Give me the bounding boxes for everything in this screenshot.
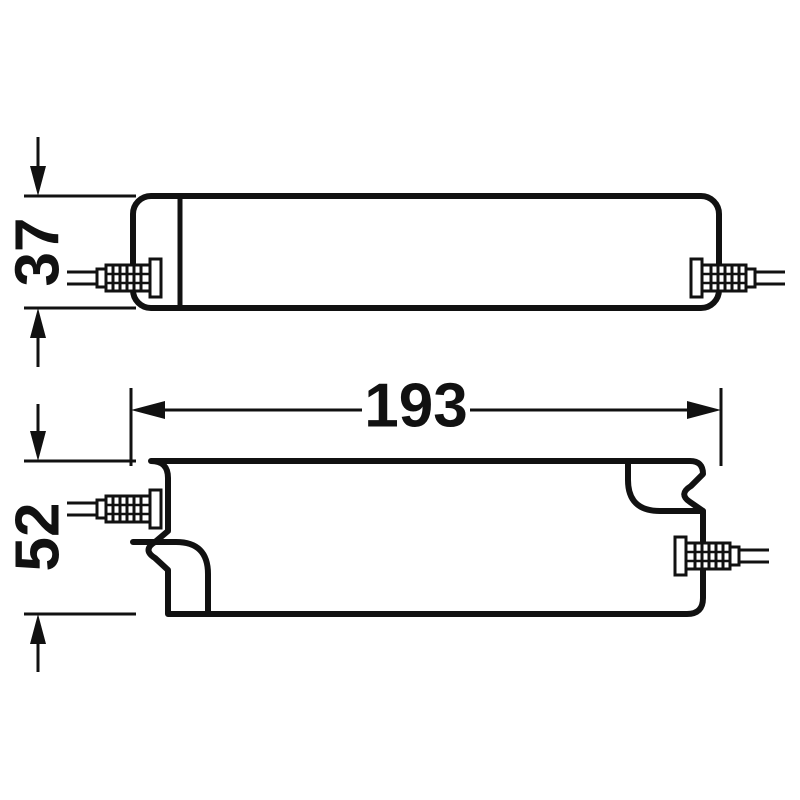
mounting-tab-lower-left: [130, 539, 211, 617]
arrowhead-up-37: [30, 308, 46, 338]
cable-gland-left-plan-view: [65, 488, 163, 530]
plan-view: [65, 458, 771, 617]
dimension-label-37: 37: [3, 218, 72, 287]
dimension-width-52: 52: [3, 404, 136, 672]
dimension-label-52: 52: [3, 503, 72, 572]
cable-gland-right-side-view: [689, 257, 787, 299]
cable-gland-left-side-view: [65, 257, 163, 299]
enclosure-body-plan: [145, 458, 706, 617]
dimension-label-193: 193: [364, 371, 467, 440]
dimension-length-193: 193: [129, 371, 723, 466]
cable-gland-right-plan-view: [673, 535, 771, 577]
arrowhead-up-52: [30, 614, 46, 644]
arrowhead-down-37: [30, 166, 46, 196]
arrowhead-down-52: [30, 431, 46, 461]
enclosure-body-side: [130, 193, 722, 311]
dimension-height-37: 37: [3, 137, 136, 367]
arrowhead-right-193: [687, 401, 721, 419]
mounting-tab-upper-right: [625, 458, 706, 514]
arrowhead-left-193: [131, 401, 165, 419]
side-elevation-view: [65, 193, 787, 311]
